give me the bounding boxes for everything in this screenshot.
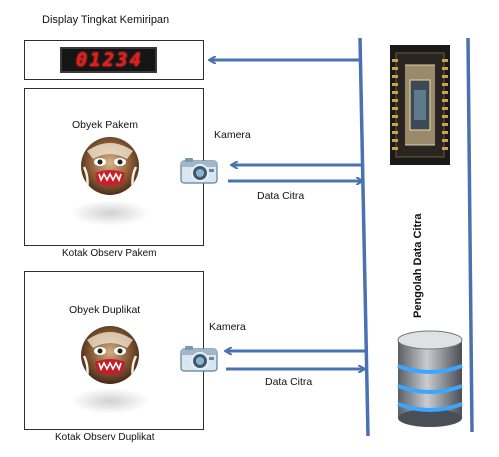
barong-mask-icon — [81, 326, 139, 384]
similarity-display: 0 1 2 3 4 — [60, 47, 157, 73]
display-digit: 1 — [89, 49, 101, 71]
processor-label: Pengolah Data Citra — [412, 213, 424, 318]
bus-line-left — [358, 37, 370, 437]
data-label-pakem: Data Citra — [257, 190, 305, 202]
caption-pakem: Kotak Observ Pakem — [62, 248, 157, 259]
object-shadow — [70, 388, 150, 414]
object-label-pakem: Obyek Pakem — [72, 119, 138, 131]
caption-duplikat: Kotak Observ Duplikat — [55, 432, 155, 443]
bus-line-right — [466, 37, 474, 433]
display-digit: 2 — [102, 49, 115, 71]
display-digit: 4 — [129, 49, 142, 71]
barong-mask-icon — [81, 137, 139, 195]
camera-label-duplikat: Kamera — [209, 321, 246, 333]
data-label-duplikat: Data Citra — [265, 376, 313, 388]
chip-icon — [390, 45, 450, 165]
display-digit: 3 — [116, 49, 128, 71]
object-shadow — [70, 200, 150, 226]
object-label-duplikat: Obyek Duplikat — [69, 304, 141, 316]
display-digit: 0 — [75, 49, 88, 71]
camera-icon — [180, 156, 218, 184]
camera-label-pakem: Kamera — [214, 129, 251, 141]
database-icon — [395, 330, 465, 428]
camera-icon — [180, 344, 218, 372]
display-title: Display Tingkat Kemiripan — [42, 14, 170, 26]
